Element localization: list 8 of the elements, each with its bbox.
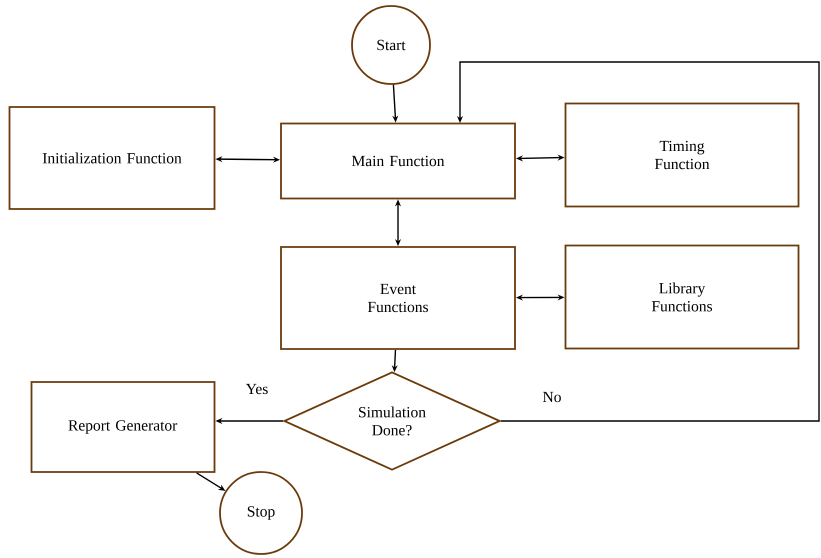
edge-label: Yes xyxy=(244,382,270,396)
process-box: Library Functions xyxy=(564,244,800,350)
process-box: Initialization Function xyxy=(8,106,216,210)
process-box: Main Function xyxy=(280,122,516,200)
process-box: Timing Function xyxy=(564,102,800,208)
process-box: Report Generator xyxy=(30,381,216,473)
process-box: Event Functions xyxy=(280,246,516,350)
edge-label: No xyxy=(542,390,562,404)
